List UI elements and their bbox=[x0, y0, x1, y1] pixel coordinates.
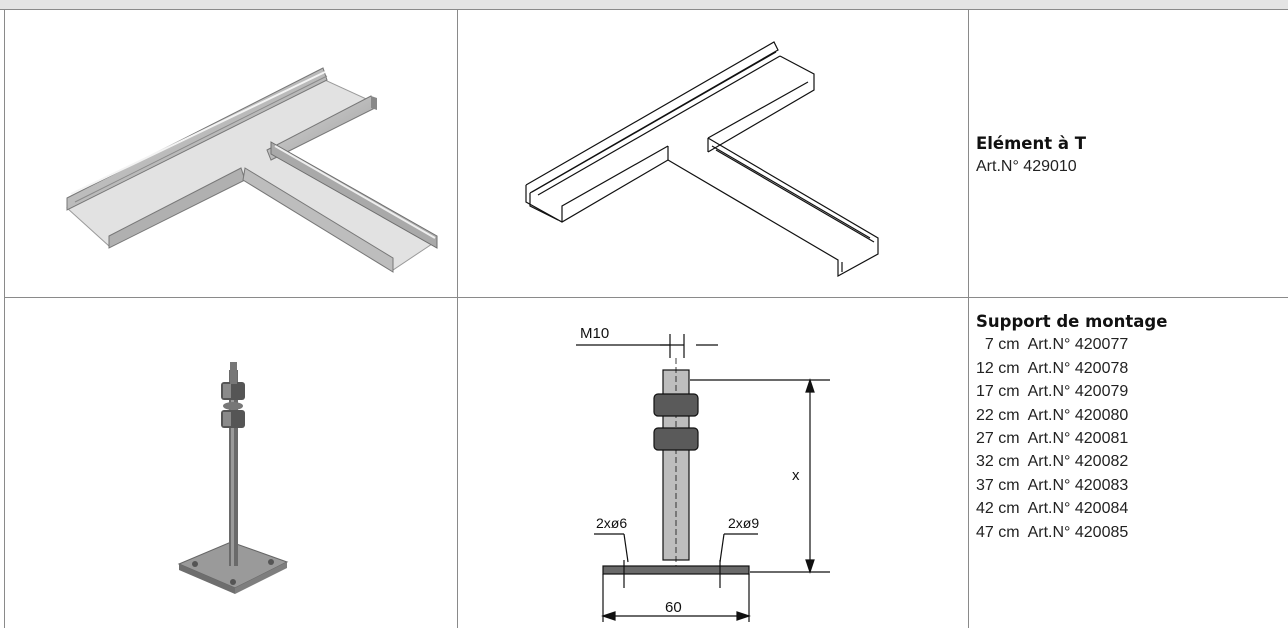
t-element-title: Elément à T bbox=[976, 134, 1087, 153]
list-item: 32 cm Art.N° 420082 bbox=[976, 453, 1129, 471]
list-item: 37 cm Art.N° 420083 bbox=[976, 476, 1129, 494]
table-border-left bbox=[4, 10, 5, 628]
list-item: 22 cm Art.N° 420080 bbox=[976, 406, 1129, 424]
list-item: 12 cm Art.N° 420078 bbox=[976, 359, 1129, 377]
list-item: 42 cm Art.N° 420084 bbox=[976, 500, 1129, 518]
list-item: 17 cm Art.N° 420079 bbox=[976, 383, 1129, 401]
hole-right-label: 2xø9 bbox=[728, 515, 759, 531]
mounting-support-description: Support de montage 7 cm Art.N° 420077 12… bbox=[976, 310, 1286, 628]
product-table: Elément à T Art.N° 429010 M10 bbox=[0, 10, 1288, 628]
list-item: 47 cm Art.N° 420085 bbox=[976, 523, 1129, 541]
t-element-article: Art.N° 429010 bbox=[976, 158, 1077, 176]
width-label: 60 bbox=[665, 599, 682, 616]
t-element-description: Elément à T Art.N° 429010 bbox=[976, 132, 1276, 192]
list-item: 27 cm Art.N° 420081 bbox=[976, 430, 1129, 448]
mounting-support-title: Support de montage bbox=[976, 312, 1168, 331]
table-header-strip bbox=[0, 0, 1288, 10]
column-divider-2 bbox=[968, 10, 969, 628]
thread-label: M10 bbox=[580, 325, 609, 342]
t-element-photo bbox=[5, 10, 457, 297]
column-divider-1 bbox=[457, 10, 458, 628]
height-label: x bbox=[792, 467, 800, 484]
list-item: 7 cm Art.N° 420077 bbox=[976, 336, 1129, 354]
t-element-drawing bbox=[458, 10, 968, 297]
row-divider bbox=[4, 297, 1288, 298]
hole-left-label: 2xø6 bbox=[596, 515, 627, 531]
mounting-support-photo bbox=[5, 298, 457, 628]
mounting-support-drawing: M10 x 2xø6 2xø9 bbox=[458, 298, 968, 628]
